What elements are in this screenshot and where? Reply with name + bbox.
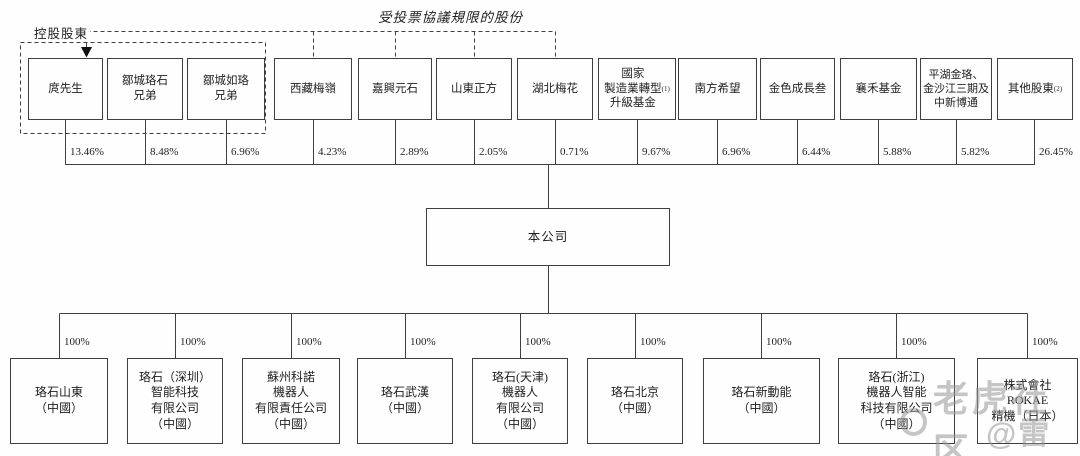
shareholder-name: 庹先生 — [48, 82, 83, 95]
shareholder-box: 嘉興元石 — [358, 58, 432, 120]
subsidiary-box: 珞石武漢 （中國） — [357, 358, 453, 444]
ownership-percentage: 100% — [901, 336, 927, 348]
shareholding-percentage: 2.89% — [400, 146, 429, 158]
ownership-percentage: 100% — [180, 336, 206, 348]
shareholding-percentage: 6.96% — [231, 146, 260, 158]
shareholding-percentage: 5.88% — [883, 146, 912, 158]
footnote-superscript: (1) — [661, 84, 670, 93]
shareholding-percentage: 5.82% — [961, 146, 990, 158]
shareholder-box: 湖北梅花 — [517, 58, 593, 120]
subsidiary-box: 珞石北京 （中國） — [587, 358, 683, 444]
ownership-percentage: 100% — [64, 336, 90, 348]
shareholder-name: 國家 製造業轉型 升級基金 — [604, 67, 662, 110]
controlling-shareholders-dashed-frame — [20, 42, 266, 134]
shareholder-box: 南方希望 — [678, 58, 757, 120]
shareholder-name: 平湖金珞、 金沙江三期及 中新博通 — [923, 68, 989, 110]
shareholder-name: 湖北梅花 — [532, 82, 578, 95]
ownership-percentage: 100% — [1032, 336, 1058, 348]
shareholder-name: 西藏梅嶺 — [290, 82, 336, 95]
subsidiary-box: 珞石（深圳） 智能科技 有限公司 （中國） — [127, 358, 223, 444]
shareholding-percentage: 9.67% — [642, 146, 671, 158]
subsidiary-name: 珞石新動能 （中國） — [731, 385, 792, 415]
shareholder-box: 庹先生 — [28, 58, 103, 120]
ownership-percentage: 100% — [296, 336, 322, 348]
shareholder-name: 鄒城如珞 兄弟 — [203, 75, 249, 102]
shareholder-box: 鄒城珞石 兄弟 — [107, 58, 183, 120]
shareholder-box: 襄禾基金 — [840, 58, 917, 120]
ownership-percentage: 100% — [640, 336, 666, 348]
subsidiary-box: 蘇州科諾 機器人 有限責任公司 （中國） — [242, 358, 340, 444]
voting-agreement-label: 受投票協議規限的股份 — [378, 10, 523, 25]
subsidiary-name: 珞石武漢 （中國） — [380, 385, 429, 415]
subsidiary-name: 珞石山東 （中國） — [34, 385, 83, 415]
subsidiary-box: 珞石(天津) 機器人 有限公司 （中國） — [472, 358, 568, 444]
ownership-percentage: 100% — [410, 336, 436, 348]
subsidiary-box: 珞石新動能 （中國） — [703, 358, 820, 444]
company-name: 本公司 — [527, 229, 569, 244]
shareholder-name: 其他股東 — [1007, 82, 1054, 95]
shareholder-box: 國家 製造業轉型 升級基金(1) — [598, 58, 676, 120]
subsidiary-name: 珞石（深圳） 智能科技 有限公司 （中國） — [138, 369, 211, 431]
subsidiary-name: 蘇州科諾 機器人 有限責任公司 （中國） — [254, 369, 327, 431]
arrow-down-icon — [81, 47, 92, 58]
subsidiary-name: 株式會社 ROKAE 精機（日本） — [991, 377, 1064, 423]
subsidiary-name: 珞石(浙江) 機器人智能 科技有限公司 （中國） — [860, 369, 933, 431]
subsidiary-box: 珞石(浙江) 機器人智能 科技有限公司 （中國） — [838, 358, 955, 444]
subsidiary-box: 株式會社 ROKAE 精機（日本） — [977, 358, 1078, 444]
shareholder-box: 金色成長叁 — [760, 58, 835, 120]
shareholder-name: 南方希望 — [694, 82, 741, 95]
subsidiary-name: 珞石(天津) 機器人 有限公司 （中國） — [492, 369, 548, 431]
controlling-shareholders-label: 控股股東 — [32, 23, 91, 42]
shareholding-percentage: 2.05% — [479, 146, 508, 158]
shareholding-percentage: 26.45% — [1039, 146, 1073, 158]
ownership-percentage: 100% — [525, 336, 551, 348]
shareholder-box: 西藏梅嶺 — [274, 58, 352, 120]
company-box: 本公司 — [426, 208, 670, 266]
shareholder-name: 嘉興元石 — [372, 82, 418, 95]
subsidiary-name: 珞石北京 （中國） — [610, 385, 659, 415]
footnote-superscript: (2) — [1053, 84, 1063, 93]
ownership-percentage: 100% — [766, 336, 792, 348]
shareholding-percentage: 4.23% — [318, 146, 347, 158]
shareholding-percentage: 6.96% — [722, 146, 751, 158]
voting-agreement-dashed-line — [86, 31, 556, 57]
shareholder-box: 山東正方 — [436, 58, 512, 120]
shareholding-percentage: 6.44% — [802, 146, 831, 158]
shareholder-name: 襄禾基金 — [855, 82, 902, 95]
shareholder-box: 平湖金珞、 金沙江三期及 中新博通 — [920, 58, 992, 120]
shareholding-percentage: 13.46% — [70, 146, 104, 158]
shareholder-name: 金色成長叁 — [768, 82, 827, 95]
shareholder-box: 其他股東(2) — [997, 58, 1073, 120]
subsidiary-box: 珞石山東 （中國） — [10, 358, 108, 444]
shareholder-name: 山東正方 — [451, 82, 497, 95]
shareholder-box: 鄒城如珞 兄弟 — [187, 58, 265, 120]
solid-connector-lines — [59, 120, 1035, 358]
shareholder-name: 鄒城珞石 兄弟 — [122, 75, 168, 102]
shareholding-percentage: 0.71% — [560, 146, 589, 158]
shareholding-percentage: 8.48% — [150, 146, 179, 158]
